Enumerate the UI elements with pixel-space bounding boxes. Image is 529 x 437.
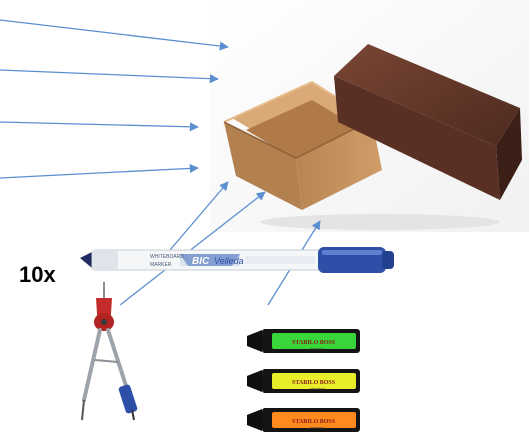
highlighter-green-sub: ORIGINAL — [310, 347, 326, 351]
marker-line2: MARKER — [150, 262, 172, 268]
arrow-1 — [0, 20, 228, 47]
highlighters-photo: STABILO BOSS ORIGINAL STABILO BOSS ORIGI… — [242, 318, 364, 436]
arrow-4 — [0, 168, 198, 178]
highlighter-yellow-brand: STABILO BOSS — [292, 380, 336, 386]
quantity-label: 10x — [19, 262, 56, 288]
highlighter-yellow: STABILO BOSS ORIGINAL — [247, 369, 360, 393]
arrow-2 — [0, 70, 218, 79]
whiteboard-marker: WHITEBOARD MARKER BIC Velleda — [80, 247, 394, 273]
highlighter-green-brand: STABILO BOSS — [292, 340, 336, 346]
arrow-compass — [120, 192, 265, 305]
highlighter-green: STABILO BOSS ORIGINAL — [247, 329, 360, 353]
highlighter-orange: STABILO BOSS ORIGINAL — [247, 408, 360, 432]
arrow-3 — [0, 122, 198, 127]
marker-brand: BIC — [192, 256, 210, 267]
compass — [82, 282, 138, 420]
marker-model: Velleda — [214, 256, 244, 266]
highlighter-yellow-sub: ORIGINAL — [310, 387, 326, 391]
box-shadow — [260, 214, 500, 230]
highlighter-orange-brand: STABILO BOSS — [292, 419, 336, 425]
highlighter-orange-sub: ORIGINAL — [310, 426, 326, 430]
marker-line1: WHITEBOARD — [150, 254, 184, 260]
